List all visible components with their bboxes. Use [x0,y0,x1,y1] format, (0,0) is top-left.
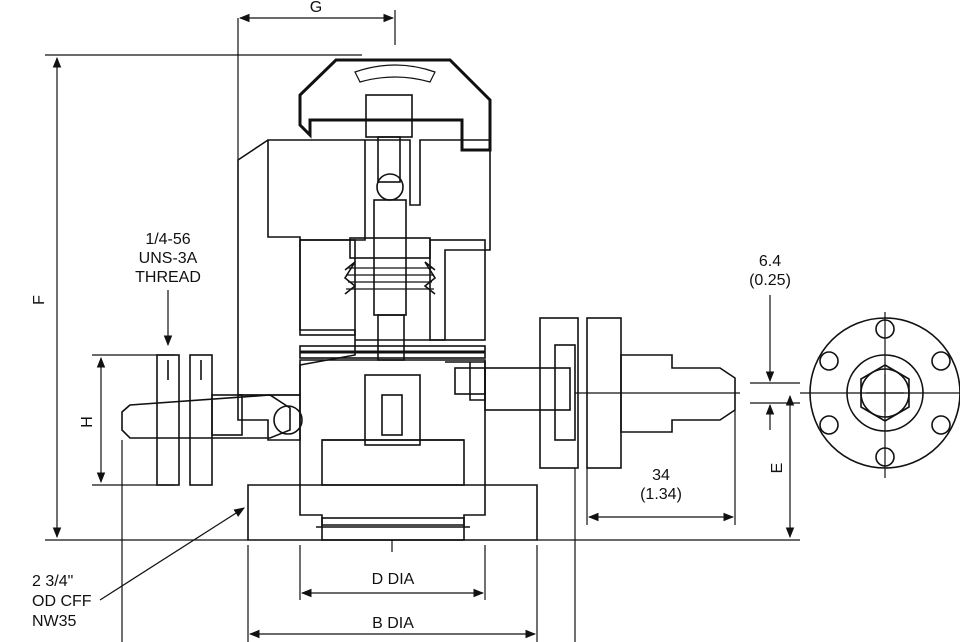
flange-leader-arrow [99,507,245,601]
dimension-b-dia [247,545,538,642]
dimension-g [237,10,396,160]
label-e: E [769,463,786,474]
label-d-dia: D DIA [372,571,415,588]
dim-34-mm: 34 [652,467,670,484]
cf-flange-end-view [800,312,960,478]
diaphragm-seal [299,345,486,359]
flange-label-line1: 2 3/4" [32,573,73,590]
dim-34-in: (1.34) [640,486,682,503]
left-threaded-fitting [121,354,303,486]
label-b-dia: B DIA [372,615,414,632]
dim-64-mm: 6.4 [759,253,781,270]
flange-label-line2: OD CFF [32,593,92,610]
valve-stem [343,94,437,446]
flange-label-line3: NW35 [32,613,77,630]
thread-label-line2: UNS-3A [139,250,198,267]
valve-body [237,139,491,486]
right-side-port [445,317,740,469]
bottom-cf-flange [247,484,538,541]
thread-label-line1: 1/4-56 [145,231,190,248]
label-f: F [31,295,48,305]
dimension-64 [750,295,800,430]
dim-64-in: (0.25) [749,272,791,289]
label-g: G [310,0,322,16]
dimension-d-dia [299,540,486,600]
dimension-f [45,54,362,541]
thread-label-line3: THREAD [135,269,201,286]
label-h: H [79,416,96,428]
dimension-34 [586,410,736,525]
dimension-e [537,394,800,541]
dimension-h [92,354,175,486]
